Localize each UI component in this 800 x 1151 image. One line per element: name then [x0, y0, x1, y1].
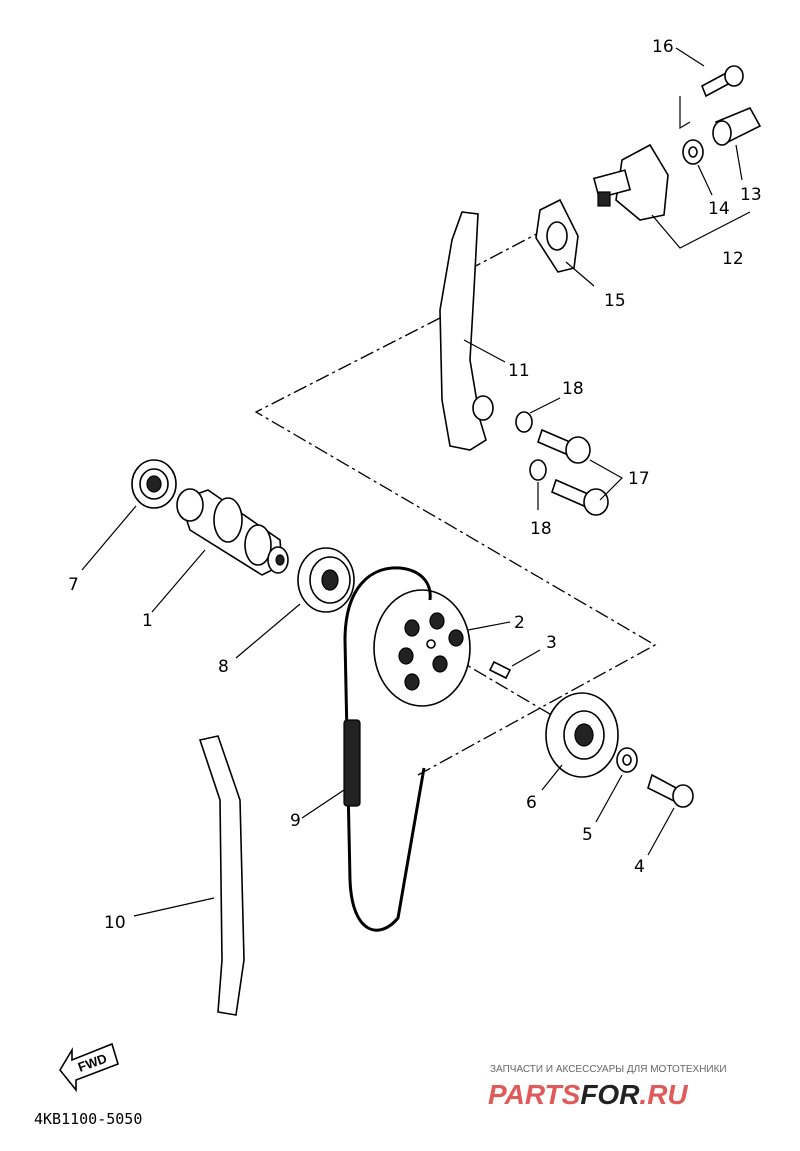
callout-1: 1 — [142, 611, 153, 631]
callout-4: 4 — [634, 857, 645, 877]
callout-18-top: 18 — [562, 379, 584, 399]
part-5-washer — [595, 747, 638, 823]
part-12-tensioner-assembly — [592, 143, 751, 249]
callout-5: 5 — [582, 825, 593, 845]
part-16-bolt — [675, 47, 744, 130]
part-1-camshaft — [151, 488, 289, 613]
part-11-tensioner-guide — [439, 211, 506, 451]
callout-labels: 16 13 14 12 15 11 18 17 18 7 1 8 2 3 9 6… — [68, 37, 762, 933]
fwd-arrow-icon — [59, 1042, 119, 1093]
part-3-pin — [488, 649, 541, 680]
callout-16: 16 — [652, 37, 674, 57]
watermark-brand-parts: PARTS — [488, 1079, 581, 1110]
watermark-subtitle: ЗАПЧАСТИ И АКСЕССУАРЫ ДЛЯ МОТОТЕХНИКИ — [490, 1064, 727, 1075]
callout-9: 9 — [290, 811, 301, 831]
part-13-cap-bolt — [712, 106, 762, 181]
callout-2: 2 — [514, 613, 525, 633]
callout-11: 11 — [508, 361, 530, 381]
callout-3: 3 — [546, 633, 557, 653]
assembly-outline — [254, 227, 657, 776]
callout-18-bottom: 18 — [530, 519, 552, 539]
part-14-gasket-ring — [682, 139, 713, 196]
callout-14: 14 — [708, 199, 730, 219]
callout-8: 8 — [218, 657, 229, 677]
callout-15: 15 — [604, 291, 626, 311]
callout-6: 6 — [526, 793, 537, 813]
part-15-gasket — [535, 198, 595, 287]
part-10-chain-guide — [133, 735, 245, 1016]
part-9-timing-chain — [301, 566, 432, 932]
callout-13: 13 — [740, 185, 762, 205]
callout-17: 17 — [628, 469, 650, 489]
callout-7: 7 — [68, 575, 79, 595]
watermark-brand-ru: .RU — [639, 1079, 688, 1110]
fwd-arrow: FWD — [59, 1042, 119, 1093]
callout-10: 10 — [104, 913, 126, 933]
part-2-cam-sprocket — [373, 589, 511, 707]
watermark: ЗАПЧАСТИ И АКСЕССУАРЫ ДЛЯ МОТОТЕХНИКИ PA… — [488, 1064, 727, 1110]
part-8-bearing — [235, 547, 355, 659]
part-7-bearing — [81, 459, 177, 571]
part-18-washers — [515, 397, 561, 510]
watermark-brand-for: FOR — [580, 1079, 640, 1110]
part-4-bolt — [647, 773, 694, 856]
watermark-brand: PARTSFOR.RU — [488, 1079, 688, 1110]
callout-12: 12 — [722, 249, 744, 269]
diagram-code: 4KB1100-5050 — [34, 1110, 142, 1128]
part-6-cam-plate — [541, 692, 619, 791]
part-17-bolts — [537, 428, 623, 516]
